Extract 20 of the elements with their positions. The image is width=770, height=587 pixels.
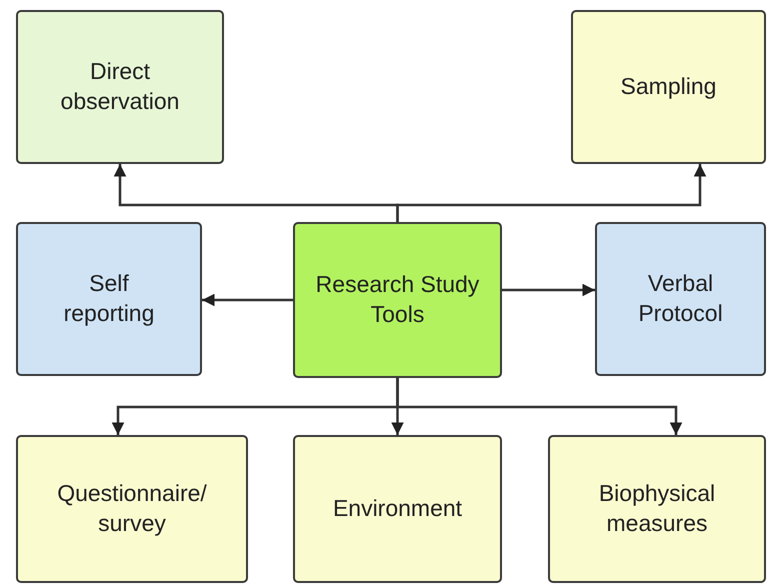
arrow	[396, 164, 706, 222]
process-box	[595, 222, 766, 376]
process-box	[16, 10, 224, 164]
box-label: Direct observation	[60, 57, 180, 116]
arrow	[202, 294, 293, 306]
box-label: Self reporting	[62, 269, 156, 328]
box-label: Biophysical measures	[598, 479, 716, 538]
process-box	[571, 10, 766, 164]
box-label: Environment	[332, 494, 464, 524]
process-box	[293, 435, 502, 583]
box-label: Research Study Tools	[314, 270, 480, 329]
process-box	[293, 222, 502, 378]
box-label: Verbal Protocol	[637, 269, 724, 328]
process-box	[16, 435, 248, 583]
box-label: Sampling	[620, 72, 718, 102]
process-box	[548, 435, 766, 583]
arrow	[396, 378, 682, 435]
arrow	[502, 284, 595, 296]
process-box	[16, 222, 202, 376]
box-label: Questionnaire/ survey	[56, 479, 208, 538]
